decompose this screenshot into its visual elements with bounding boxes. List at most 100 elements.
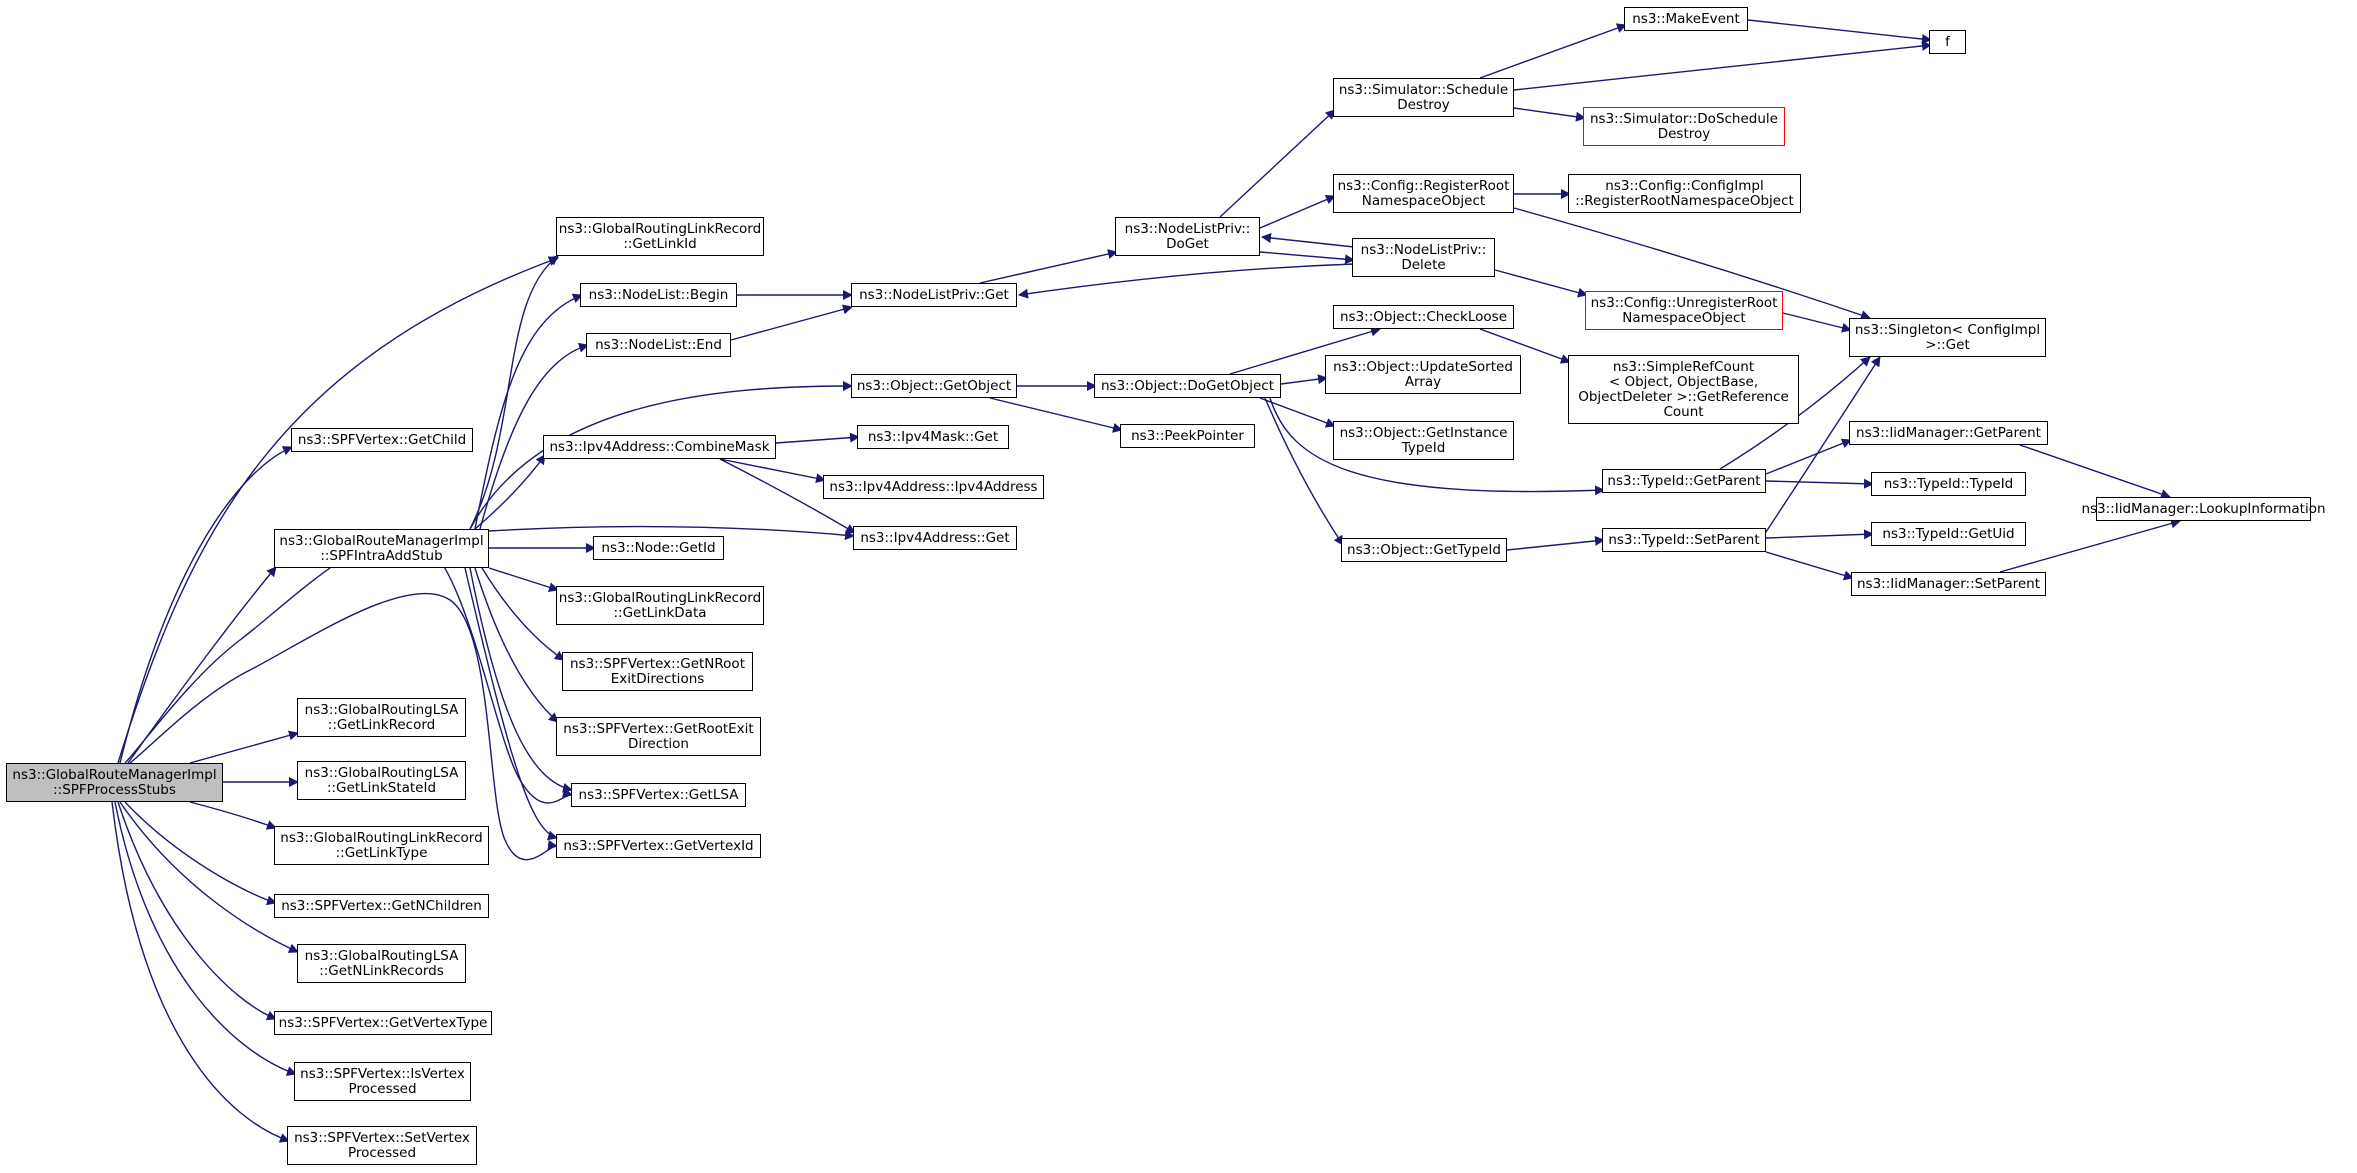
edge-object-dogetobject-to-object-getinstancetypeid — [1259, 397, 1336, 428]
node-lsa-getlinkrecord[interactable]: ns3::GlobalRoutingLSA::GetLinkRecord — [297, 698, 466, 737]
node-label-line: ns3::TypeId::TypeId — [1883, 475, 2014, 492]
node-typeid-setparent[interactable]: ns3::TypeId::SetParent — [1602, 528, 1766, 552]
node-label-line: Destroy — [1397, 96, 1450, 113]
node-label-line: Destroy — [1657, 125, 1711, 142]
node-object-gettypeid[interactable]: ns3::Object::GetTypeId — [1341, 538, 1507, 562]
node-label-line: ns3::SPFVertex::GetChild — [297, 431, 467, 448]
node-label-line: Delete — [1401, 256, 1446, 273]
node-peekpointer[interactable]: ns3::PeekPointer — [1120, 424, 1255, 448]
node-label-line: ns3::SPFVertex::GetNRoot — [570, 655, 745, 672]
node-label-line: ::GetLinkStateId — [326, 779, 437, 796]
node-ipv4address-combinemask[interactable]: ns3::Ipv4Address::CombineMask — [543, 435, 776, 459]
node-label-line: f — [1945, 33, 1950, 50]
node-label-line: ns3::Object::GetInstance — [1339, 424, 1508, 441]
node-singleton-configimpl-get[interactable]: ns3::Singleton< ConfigImpl >::Get — [1849, 318, 2046, 357]
node-label-line: ns3::GlobalRoutingLinkRecord — [280, 829, 483, 846]
edge-spfintraaddstub-to-nodelist-begin — [474, 293, 583, 530]
node-linkrecord-getlinkdata[interactable]: ns3::GlobalRoutingLinkRecord::GetLinkDat… — [556, 586, 764, 625]
node-typeid-getparent[interactable]: ns3::TypeId::GetParent — [1602, 469, 1766, 493]
node-iidmanager-lookupinformation[interactable]: ns3::IidManager::LookupInformation — [2081, 497, 2326, 521]
node-nodelist-end[interactable]: ns3::NodeList::End — [586, 333, 731, 357]
edge-spfintraaddstub-to-object-getobject — [469, 381, 853, 530]
node-spfvertex-getvertextype[interactable]: ns3::SPFVertex::GetVertexType — [274, 1011, 492, 1035]
edge-nlp-delete-to-nlp-doget — [1261, 233, 1355, 248]
node-iidmanager-getparent[interactable]: ns3::IidManager::GetParent — [1849, 421, 2048, 445]
node-label-line: ns3::IidManager::GetParent — [1856, 424, 2041, 441]
node-label-line: ns3::SPFVertex::SetVertex — [294, 1129, 470, 1146]
node-label-line: ns3::GlobalRoutingLinkRecord — [558, 220, 762, 237]
node-label-line: ::SPFProcessStubs — [53, 781, 176, 798]
node-label-line: Direction — [628, 735, 689, 752]
node-nodelist-begin[interactable]: ns3::NodeList::Begin — [580, 283, 737, 307]
node-label-line: ns3::Config::ConfigImpl — [1605, 177, 1764, 194]
node-label-line: ns3::SPFVertex::IsVertex — [300, 1065, 465, 1082]
edge-spfprocessstubs-to-lr-getlinkid — [117, 256, 559, 764]
node-spfvertex-getchild[interactable]: ns3::SPFVertex::GetChild — [291, 428, 473, 452]
node-spfvertex-getnchildren[interactable]: ns3::SPFVertex::GetNChildren — [274, 894, 489, 918]
node-label-line: ns3::NodeListPriv::Get — [859, 286, 1009, 303]
node-label-line: ns3::NodeListPriv:: — [1360, 241, 1487, 258]
node-label-line: Processed — [348, 1080, 417, 1097]
edge-typeid-getparent-to-iidmanager-getparent — [1765, 438, 1852, 475]
node-label-line: ns3::Ipv4Mask::Get — [867, 428, 999, 445]
node-typeid-typeid[interactable]: ns3::TypeId::TypeId — [1871, 472, 2026, 496]
edge-sim-scheduledestroy-to-sim-doscheduledestroy — [1513, 107, 1586, 122]
edge-iidmanager-setparent-to-iidmanager-lookupinformation — [1999, 518, 2181, 573]
node-label-line: DoGet — [1166, 235, 1209, 252]
node-spfvertex-getlsa[interactable]: ns3::SPFVertex::GetLSA — [571, 783, 746, 807]
node-lsa-getlinkstateid[interactable]: ns3::GlobalRoutingLSA::GetLinkStateId — [297, 761, 466, 800]
node-spfintraaddstub[interactable]: ns3::GlobalRouteManagerImpl::SPFIntraAdd… — [274, 529, 489, 568]
node-label-line: ns3::NodeList::Begin — [588, 286, 729, 303]
node-label-line: ns3::TypeId::GetParent — [1607, 472, 1761, 489]
node-label-line: ns3::Ipv4Address::Get — [860, 529, 1010, 546]
edge-nlp-doget-to-sim-scheduledestroy — [1219, 109, 1336, 218]
node-makeevent[interactable]: ns3::MakeEvent — [1624, 7, 1748, 31]
node-object-getobject[interactable]: ns3::Object::GetObject — [851, 374, 1017, 398]
node-nodelistpriv-delete[interactable]: ns3::NodeListPriv::Delete — [1352, 238, 1495, 277]
edge-spfintraaddstub-to-ipv4address-get — [488, 525, 855, 541]
node-ipv4address-get[interactable]: ns3::Ipv4Address::Get — [853, 526, 1017, 550]
node-label-line: ns3::GlobalRoutingLSA — [304, 701, 459, 718]
node-configimpl-registerroot[interactable]: ns3::Config::ConfigImpl::RegisterRootNam… — [1568, 174, 1801, 213]
node-ipv4mask-get[interactable]: ns3::Ipv4Mask::Get — [857, 425, 1009, 449]
edge-typeid-setparent-to-iidmanager-setparent — [1765, 551, 1854, 581]
node-spfvertex-getvertexid[interactable]: ns3::SPFVertex::GetVertexId — [556, 834, 761, 858]
node-iidmanager-setparent[interactable]: ns3::IidManager::SetParent — [1851, 572, 2046, 596]
node-label-line: ns3::IidManager::SetParent — [1857, 575, 2040, 592]
edge-spfprocessstubs-to-isvertexprocessed — [114, 801, 297, 1076]
node-simplerefcount-getreferencecount[interactable]: ns3::SimpleRefCount< Object, ObjectBase,… — [1568, 355, 1799, 424]
edge-nodelist-end-to-nlp-get — [730, 304, 853, 341]
node-lsa-getnlinkrecords[interactable]: ns3::GlobalRoutingLSA::GetNLinkRecords — [297, 944, 466, 983]
node-linkrecord-getlinktype[interactable]: ns3::GlobalRoutingLinkRecord::GetLinkTyp… — [274, 826, 489, 865]
edge-nlp-delete-to-config-unregisterroot — [1494, 269, 1588, 298]
edge-nlp-get-to-nlp-doget — [979, 249, 1118, 284]
node-ipv4address-ipv4address[interactable]: ns3::Ipv4Address::Ipv4Address — [823, 475, 1044, 499]
edge-object-gettypeid-to-typeid-setparent — [1506, 535, 1605, 551]
node-label-line: ns3::Object::UpdateSorted — [1333, 358, 1513, 375]
node-object-checkloose[interactable]: ns3::Object::CheckLoose — [1333, 305, 1514, 329]
node-linkrecord-getlinkid[interactable]: ns3::GlobalRoutingLinkRecord::GetLinkId — [556, 217, 764, 256]
edge-spfprocessstubs-to-lr-getlinktype — [189, 801, 277, 830]
node-label-line: ::GetLinkId — [623, 235, 697, 252]
node-node-getid[interactable]: ns3::Node::GetId — [593, 536, 724, 560]
edge-config-unregisterroot-to-singleton-get — [1782, 312, 1852, 333]
node-object-dogetobject[interactable]: ns3::Object::DoGetObject — [1094, 374, 1281, 398]
node-f[interactable]: f — [1929, 30, 1966, 54]
node-label-line: ns3::SPFVertex::GetVertexType — [278, 1014, 488, 1031]
node-nodelistpriv-doget[interactable]: ns3::NodeListPriv::DoGet — [1115, 217, 1260, 256]
node-typeid-getuid[interactable]: ns3::TypeId::GetUid — [1871, 522, 2026, 546]
edge-spfintraaddstub-to-getvertexid — [464, 567, 558, 841]
node-nodelistpriv-get[interactable]: ns3::NodeListPriv::Get — [851, 283, 1017, 307]
edge-spfprocessstubs-to-lsa-getnlinkrecords — [119, 801, 299, 953]
